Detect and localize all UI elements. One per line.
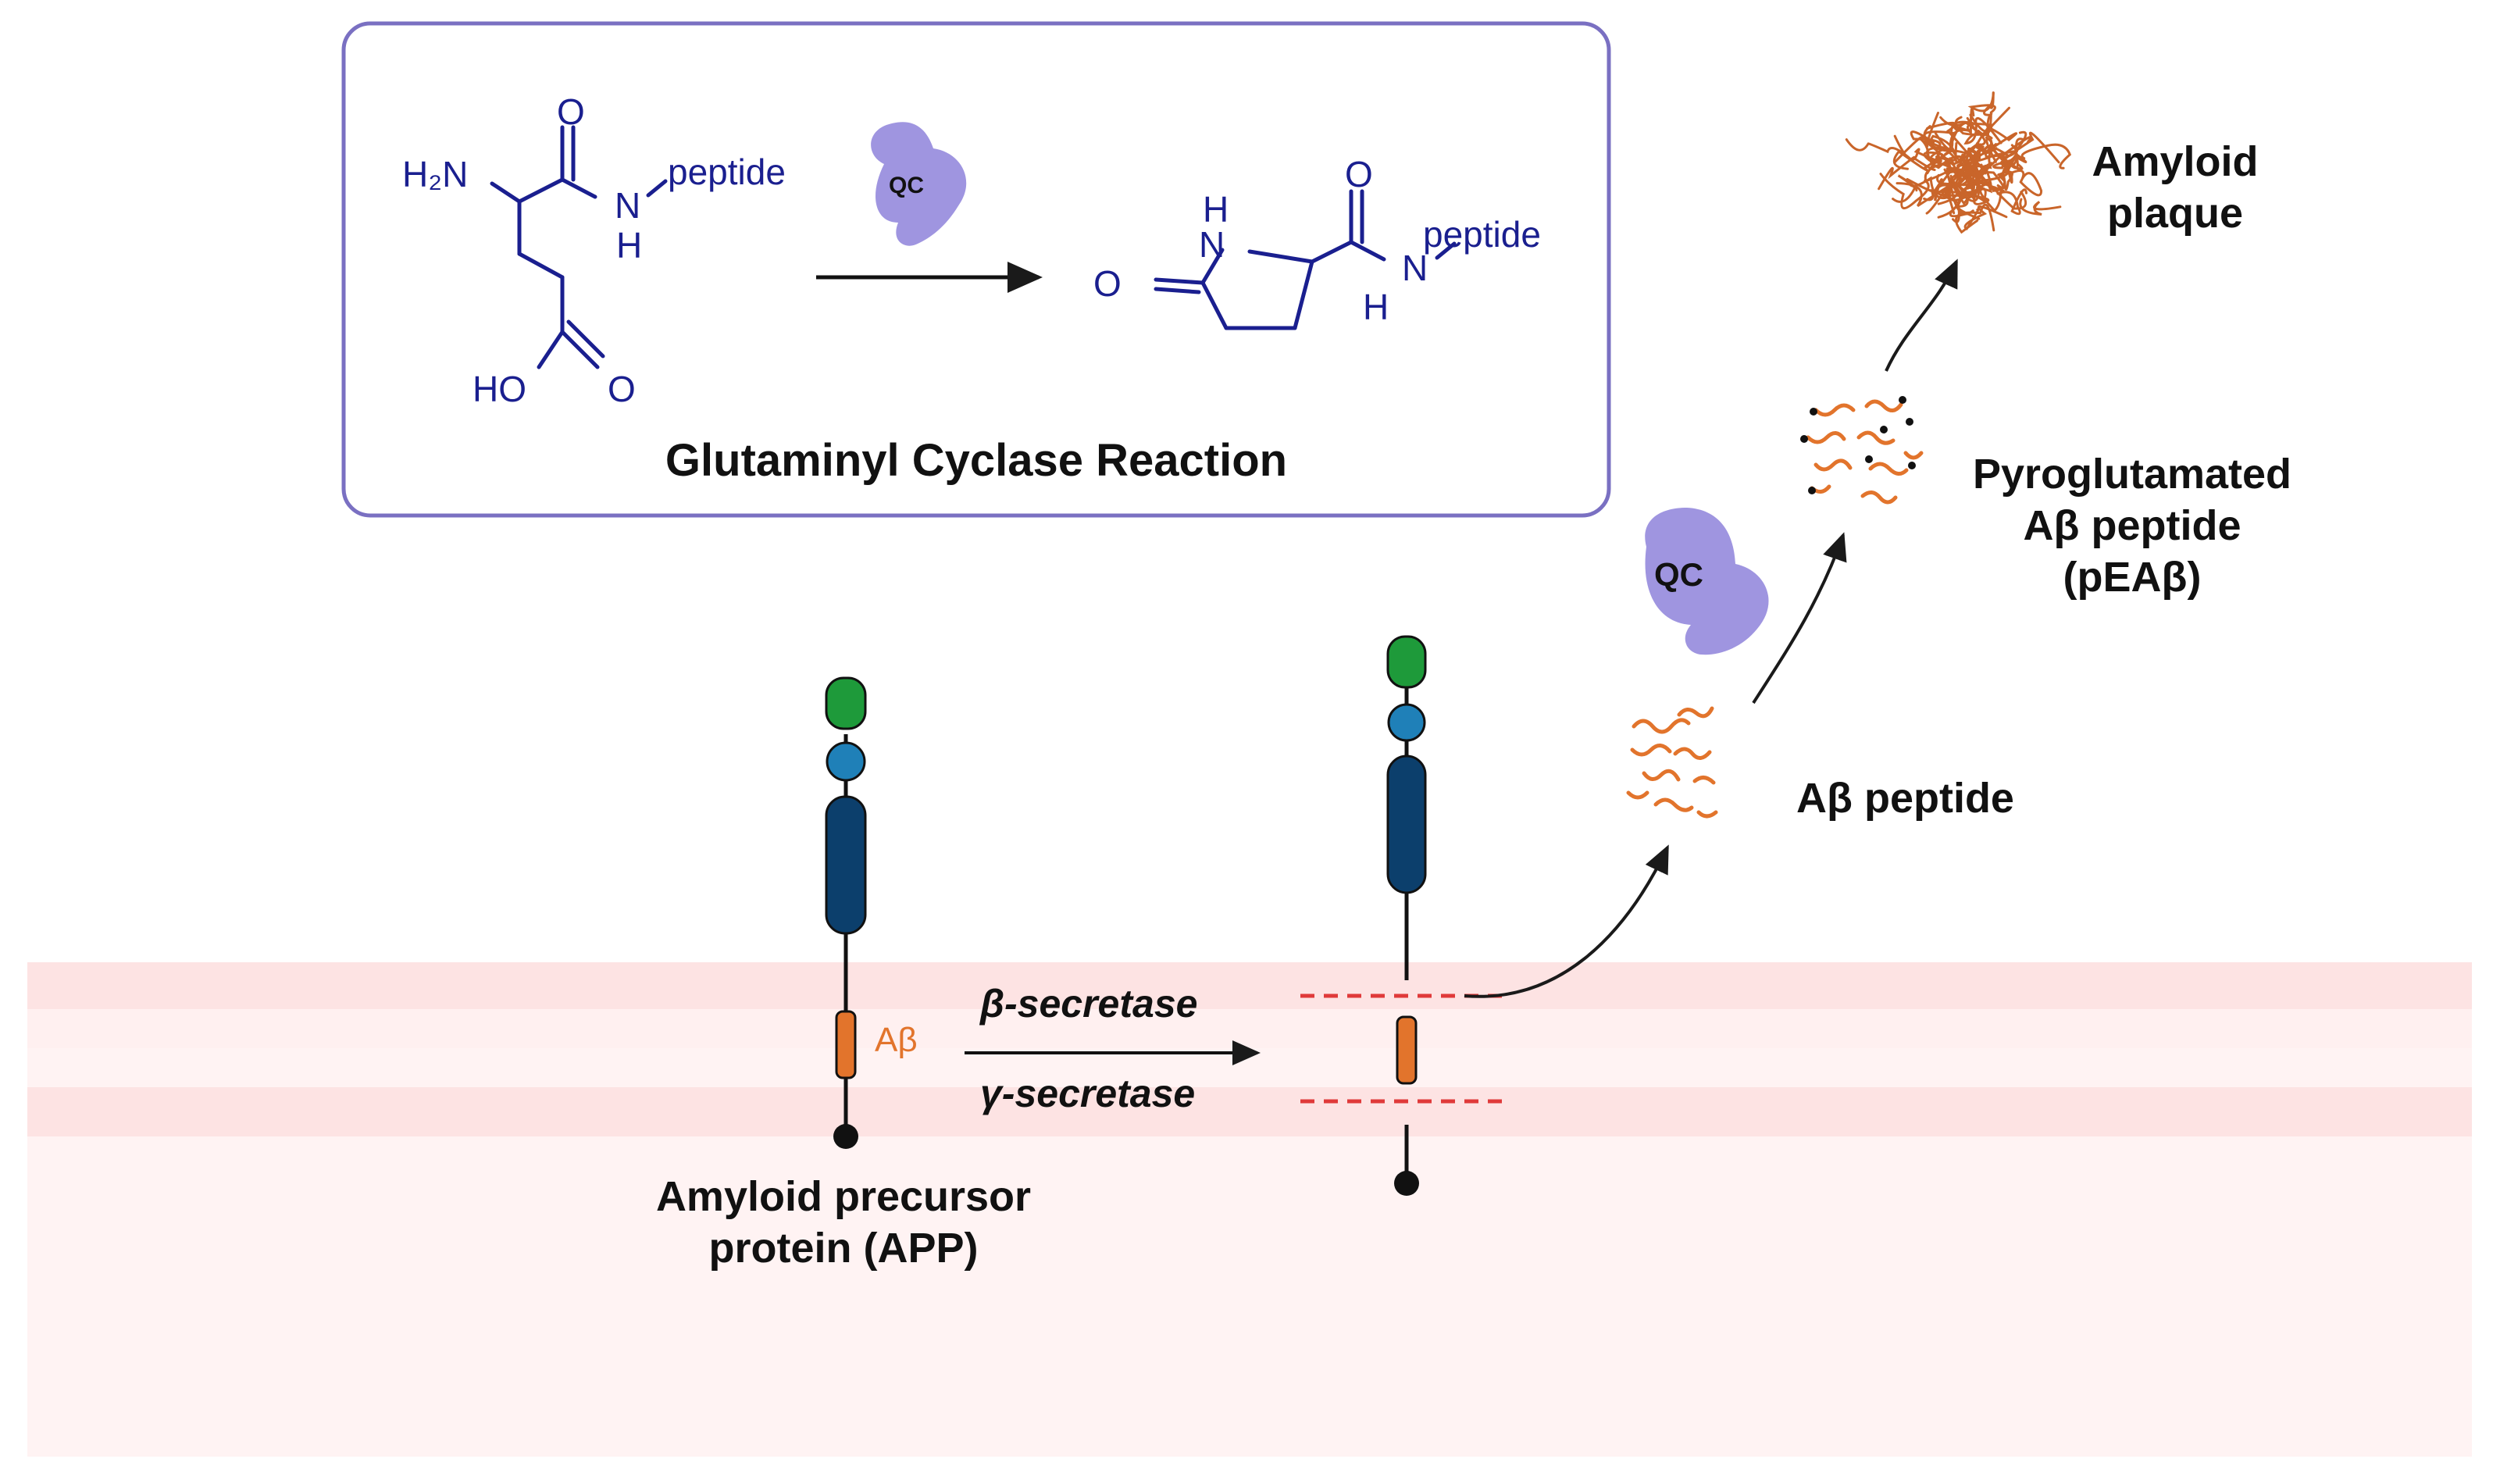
plaque-fiber [1999, 131, 2060, 166]
plaque-label-line2: plaque [2106, 189, 2244, 237]
cleaved-c-terminus [1394, 1171, 1419, 1196]
app-domain-navy [825, 795, 867, 935]
reactant-amide-n: N [615, 185, 641, 226]
qc-small-label: QC [889, 173, 924, 198]
amyloid-plaque [1845, 91, 2072, 234]
pyro-label-line2: Aβ peptide [2023, 501, 2241, 549]
abeta-tag-label: Aβ [875, 1021, 918, 1059]
app-label-line1: Amyloid precursor [655, 1173, 1032, 1220]
app-protein [825, 676, 867, 1149]
reaction-box-title: Glutaminyl Cyclase Reaction [665, 435, 1288, 486]
plaque-label: Amyloid plaque [2046, 137, 2304, 240]
abeta-peptide-label: Aβ peptide [1796, 775, 2014, 822]
arrow-to-plaque [1885, 259, 1958, 372]
pyro-label-line1: Pyroglutamated [1972, 451, 2292, 498]
plaque-fiber [1923, 130, 1976, 167]
beta-secretase-label: β-secretase [980, 982, 1198, 1026]
qc-enzyme-large-icon [1645, 508, 1769, 655]
plaque-fiber [1979, 127, 2018, 155]
pyro-peptide-cluster [1800, 396, 1924, 505]
plaque-fiber [2019, 198, 2062, 216]
qc-large-label: QC [1654, 556, 1703, 593]
plaque-fiber [1961, 113, 1992, 169]
cleaved-abeta-segment [1396, 1015, 1418, 1085]
plaque-fiber [1893, 135, 1938, 164]
app-c-terminus [833, 1124, 858, 1149]
reactant-amine-label: H₂N [402, 154, 469, 194]
app-domain-teal [826, 741, 866, 782]
plaque-fiber [1934, 178, 1959, 205]
gamma-secretase-label: γ-secretase [980, 1072, 1196, 1115]
pyroglutamate-structure [1154, 189, 1457, 330]
product-amide-n: N [1402, 248, 1428, 288]
product-ring-n: N [1199, 224, 1225, 265]
plaque-fiber [1984, 135, 2032, 159]
glutamine-structure [490, 125, 668, 369]
app-label-line2: protein (APP) [708, 1224, 979, 1272]
product-peptide: peptide [1423, 214, 1541, 255]
cleaved-domain-teal [1387, 703, 1426, 742]
plaque-fiber [1955, 163, 2010, 183]
reactant-amide-h: H [616, 225, 643, 266]
app-abeta-segment [835, 1010, 857, 1079]
plaque-fiber [1967, 91, 1996, 136]
reaction-box [341, 21, 1611, 518]
reactant-carbonyl-o: O [557, 91, 585, 132]
product-amide-h: H [1363, 287, 1389, 327]
plaque-fiber [1929, 159, 1984, 187]
plaque-fiber [2007, 169, 2043, 197]
app-domain-green [825, 676, 867, 730]
plaque-fiber [2020, 143, 2072, 169]
release-arrow [1464, 844, 1669, 998]
product-ring-o: O [1093, 263, 1122, 304]
pyro-label-line3: (pEAβ) [2063, 553, 2202, 601]
product-carbonyl-o: O [1345, 154, 1373, 194]
app-label: Amyloid precursor protein (APP) [609, 1172, 1078, 1275]
pyro-label: Pyroglutamated Aβ peptide (pEAβ) [1953, 449, 2312, 604]
cell-membrane [27, 962, 2472, 1457]
cleaved-domain-navy [1386, 754, 1427, 894]
reactant-acid-o: O [608, 369, 636, 409]
plaque-fiber [1983, 163, 2020, 192]
plaque-label-line1: Amyloid [2092, 138, 2259, 185]
cleaved-domain-green [1386, 635, 1427, 689]
reactant-peptide: peptide [668, 152, 786, 192]
abeta-peptide-cluster [1626, 706, 1718, 819]
arrow-to-pyro [1752, 532, 1847, 705]
reactant-acid-ho: HO [473, 369, 526, 409]
plaque-fiber [1845, 138, 1912, 160]
qc-enzyme-icon [871, 122, 967, 246]
plaque-fiber [1935, 120, 1975, 151]
product-ring-h: H [1203, 189, 1229, 230]
cleaved-app [1386, 635, 1427, 1196]
plaque-fiber [1949, 174, 1987, 203]
